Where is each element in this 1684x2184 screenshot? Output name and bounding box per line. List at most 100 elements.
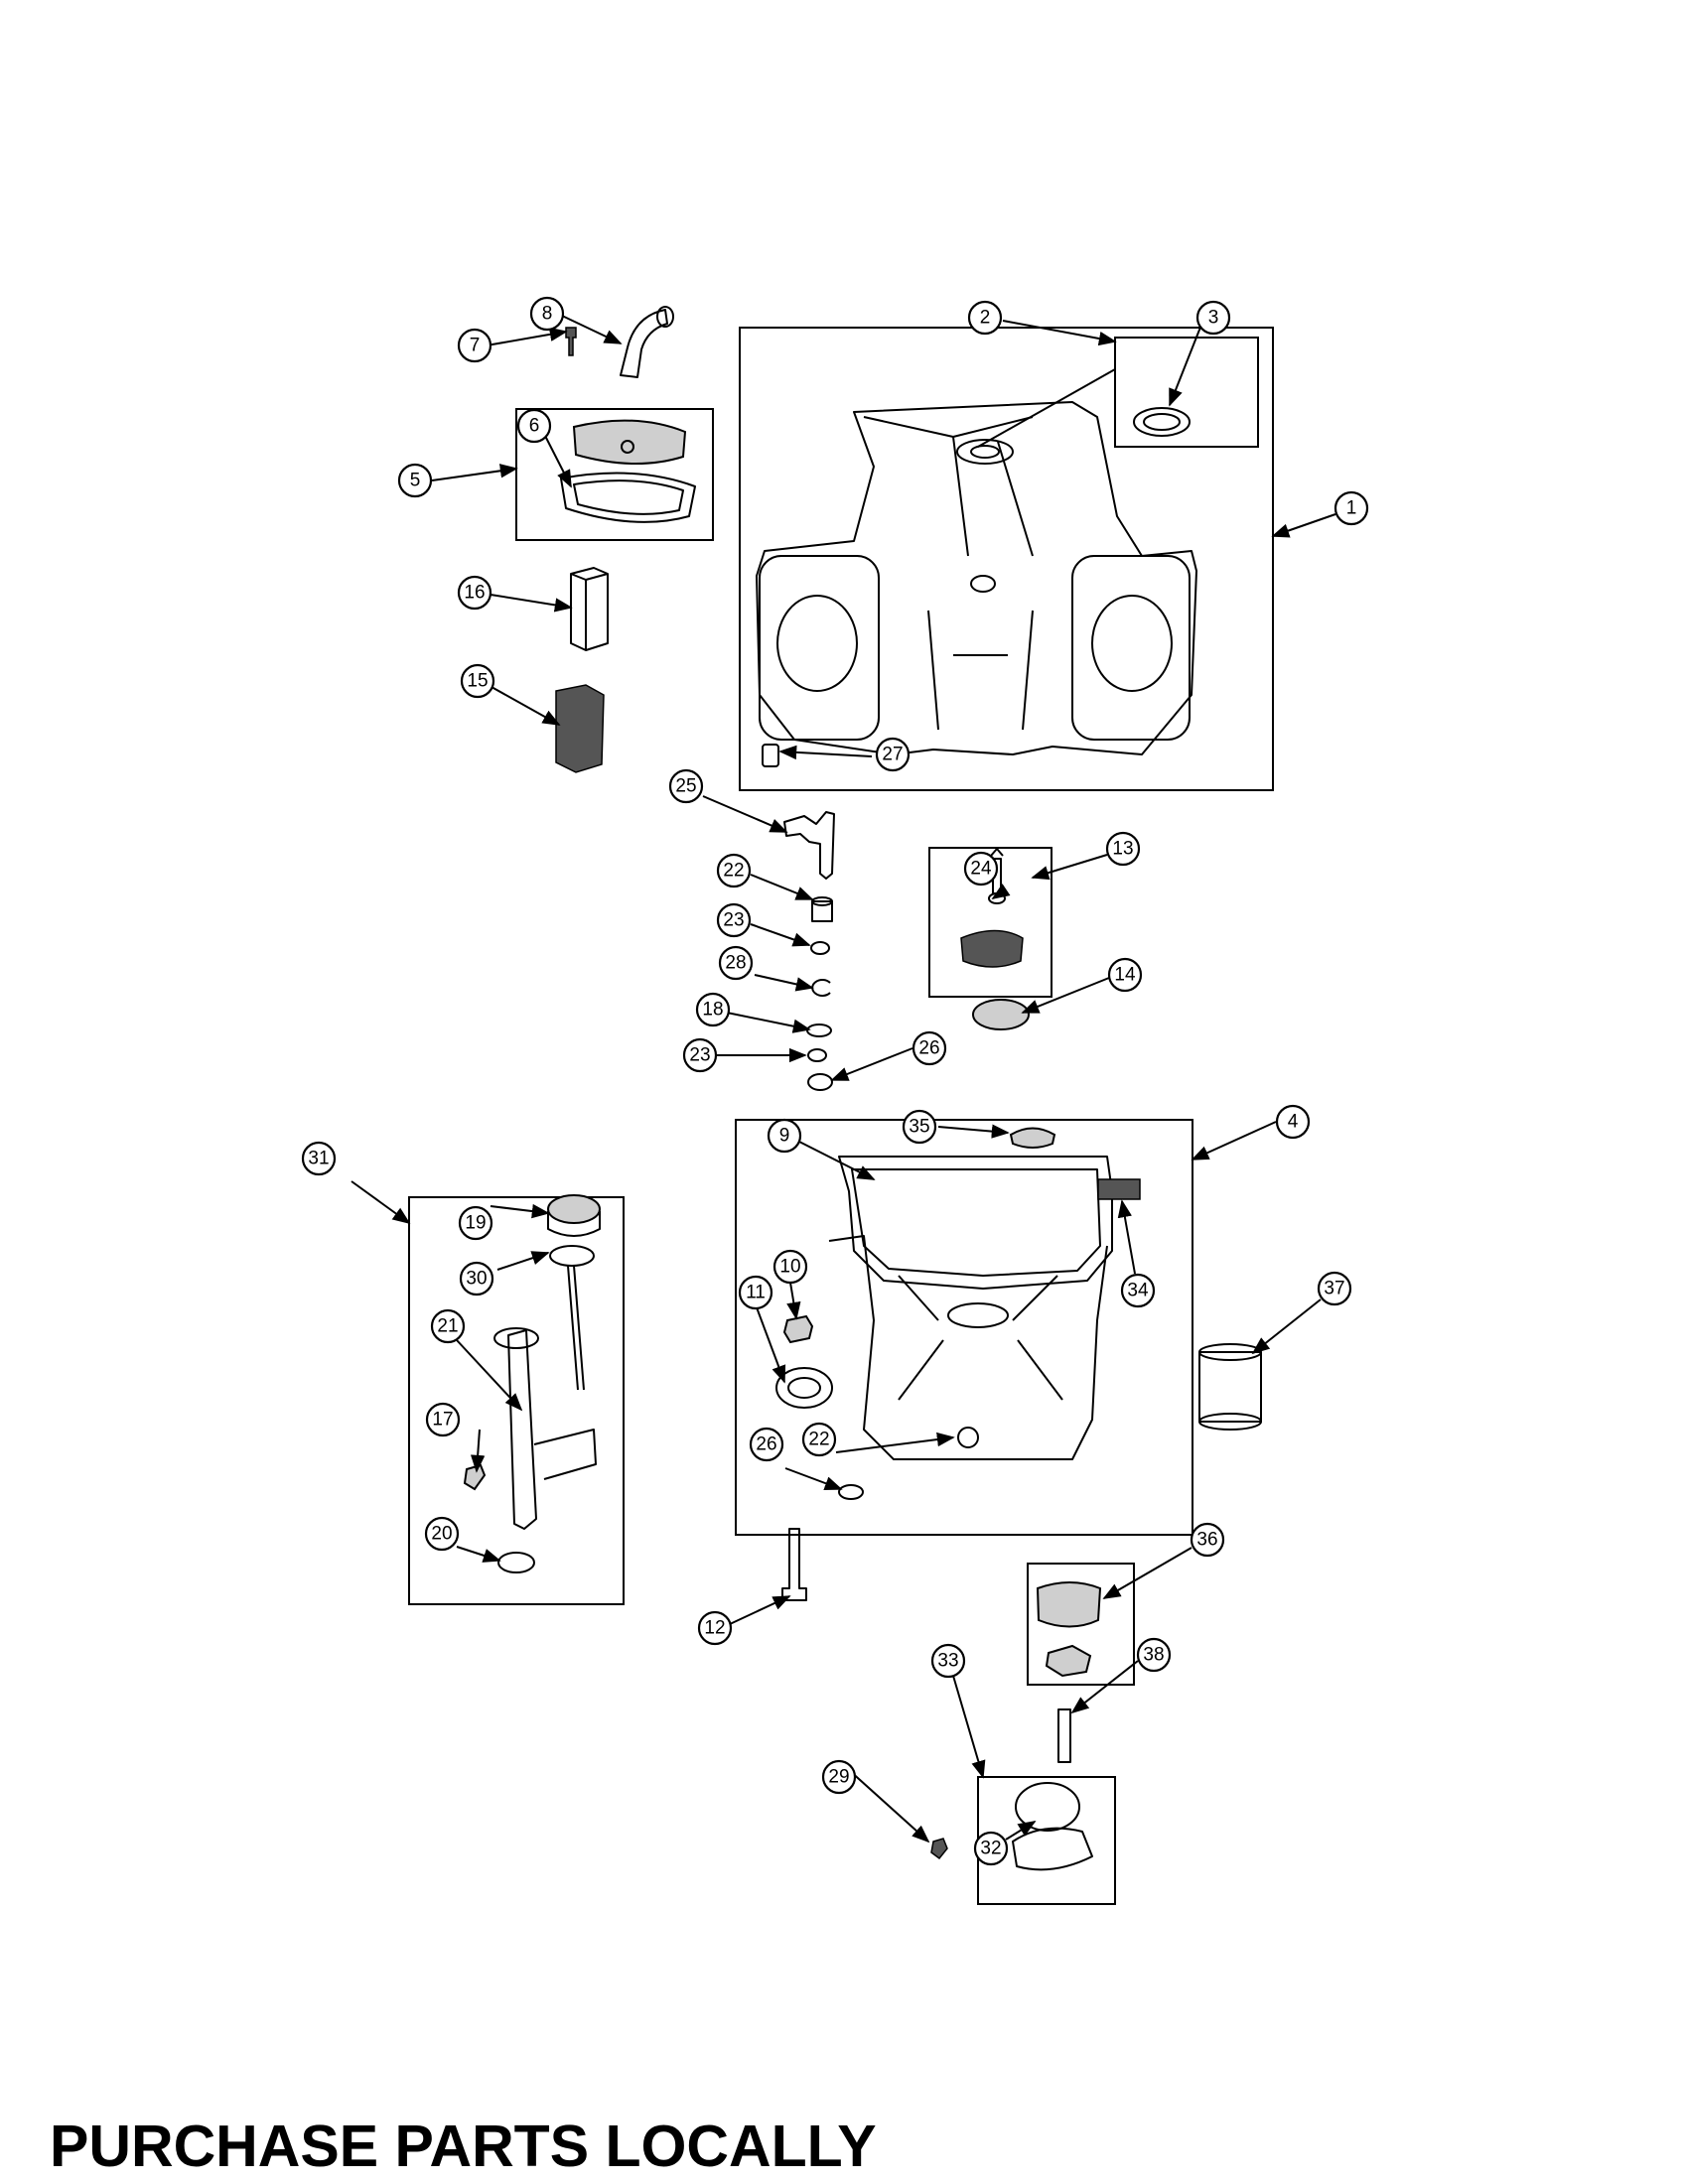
callout-9: 9 — [767, 1118, 802, 1154]
callout-23a: 23 — [716, 902, 752, 938]
svg-text:8: 8 — [542, 304, 553, 325]
pump-screw-drawing — [930, 1838, 948, 1860]
callout-16: 16 — [457, 575, 492, 611]
callout-34: 34 — [1120, 1273, 1156, 1308]
svg-text:7: 7 — [470, 336, 481, 356]
svg-text:16: 16 — [464, 583, 485, 604]
e-ring-drawing — [811, 979, 831, 997]
callout-32: 32 — [973, 1831, 1009, 1866]
svg-text:30: 30 — [466, 1269, 487, 1290]
svg-text:38: 38 — [1143, 1645, 1164, 1666]
callout-20: 20 — [424, 1516, 460, 1552]
callout-11: 11 — [738, 1275, 773, 1310]
svg-text:15: 15 — [467, 671, 488, 692]
pump-shaft-drawing — [1057, 1708, 1071, 1763]
callout-27: 27 — [875, 737, 911, 772]
svg-text:10: 10 — [779, 1257, 800, 1278]
callout-5: 5 — [397, 463, 433, 498]
seal-drawing — [807, 1073, 833, 1091]
dipstick-tube-drawing — [507, 1329, 537, 1530]
callout-35: 35 — [902, 1109, 937, 1145]
purchase-parts-note: PURCHASE PARTS LOCALLY — [50, 2114, 877, 2179]
svg-text:17: 17 — [432, 1410, 453, 1431]
magnet-drawing — [1097, 1178, 1141, 1200]
svg-text:25: 25 — [675, 776, 696, 797]
dowel-pin-drawing — [762, 744, 779, 767]
svg-text:9: 9 — [779, 1126, 790, 1147]
callout-19: 19 — [458, 1205, 493, 1241]
oil-seal-drawing — [1133, 407, 1191, 437]
filter-block-drawing — [570, 567, 609, 651]
leader-lines — [351, 315, 1336, 1843]
oil-pan-drawing — [828, 1156, 1113, 1460]
svg-text:32: 32 — [980, 1839, 1001, 1859]
callout-37: 37 — [1317, 1271, 1352, 1306]
plug-drawing — [782, 1314, 814, 1344]
svg-text:26: 26 — [918, 1038, 939, 1059]
pump-cover-drawing — [1012, 1827, 1093, 1871]
callout-3: 3 — [1195, 300, 1231, 336]
callout-15: 15 — [460, 663, 495, 699]
svg-text:21: 21 — [437, 1316, 458, 1337]
breather-tube-drawing — [620, 309, 668, 378]
callout-1: 1 — [1333, 490, 1369, 526]
callout-14: 14 — [1107, 957, 1143, 993]
svg-text:26: 26 — [756, 1434, 776, 1455]
callout-8: 8 — [529, 296, 565, 332]
svg-text:19: 19 — [465, 1213, 486, 1234]
callout-18: 18 — [695, 992, 731, 1027]
svg-text:5: 5 — [410, 471, 421, 491]
washer-drawing-2 — [806, 1024, 832, 1037]
governor-gear-group-box — [928, 847, 1052, 998]
bushing-drawing — [811, 900, 833, 922]
svg-text:1: 1 — [1346, 498, 1357, 519]
callout-25: 25 — [668, 768, 704, 804]
washer-drawing — [810, 941, 830, 955]
svg-text:35: 35 — [909, 1117, 929, 1138]
oil-pump-gear-drawing — [1045, 1644, 1092, 1678]
washer-drawing-3 — [807, 1048, 827, 1062]
callout-2: 2 — [967, 300, 1003, 336]
governor-cup-drawing — [972, 999, 1030, 1030]
crankcase-group-box — [739, 327, 1274, 791]
bolt-drawing — [565, 327, 577, 356]
oil-pump-rotor-drawing — [1036, 1581, 1102, 1628]
svg-text:6: 6 — [529, 416, 540, 437]
svg-text:2: 2 — [980, 308, 991, 329]
svg-text:33: 33 — [937, 1651, 958, 1672]
callout-21: 21 — [430, 1308, 466, 1344]
svg-text:31: 31 — [308, 1149, 329, 1169]
svg-text:37: 37 — [1324, 1279, 1344, 1299]
callout-10: 10 — [772, 1249, 808, 1285]
callout-22b: 22 — [801, 1422, 837, 1457]
svg-text:22: 22 — [808, 1430, 829, 1450]
governor-arm-drawing — [783, 811, 835, 880]
svg-text:13: 13 — [1112, 839, 1133, 860]
svg-text:22: 22 — [723, 861, 744, 882]
long-bolt-drawing — [781, 1528, 807, 1601]
oil-filter-drawing — [1198, 1351, 1262, 1423]
callout-7: 7 — [457, 328, 492, 363]
svg-text:12: 12 — [704, 1618, 725, 1639]
callout-22a: 22 — [716, 853, 752, 888]
dipstick-group-box — [408, 1196, 625, 1605]
callout-26a: 26 — [912, 1030, 947, 1066]
callout-33: 33 — [930, 1643, 966, 1679]
o-ring-drawing-2 — [497, 1552, 535, 1573]
callout-30: 30 — [459, 1261, 494, 1297]
callout-26b: 26 — [749, 1427, 784, 1462]
svg-text:11: 11 — [746, 1283, 766, 1303]
svg-text:24: 24 — [970, 859, 992, 880]
svg-text:20: 20 — [431, 1524, 452, 1545]
svg-text:23: 23 — [689, 1045, 710, 1066]
crankcase-drawing — [756, 401, 1197, 755]
seal-subgroup-box — [1114, 337, 1259, 448]
svg-text:14: 14 — [1114, 965, 1136, 986]
callout-36: 36 — [1190, 1522, 1225, 1558]
oil-pan-group-box — [735, 1119, 1193, 1536]
dipstick-cap-drawing — [547, 1194, 601, 1224]
callout-38: 38 — [1136, 1637, 1172, 1673]
callout-17: 17 — [425, 1402, 461, 1437]
svg-text:34: 34 — [1127, 1281, 1149, 1301]
